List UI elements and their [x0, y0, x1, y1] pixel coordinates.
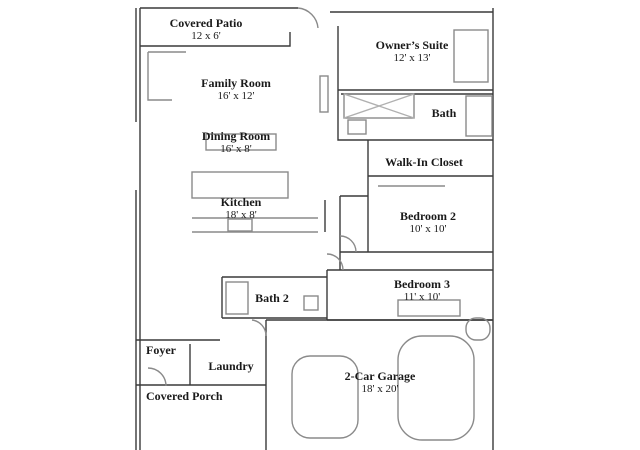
toilet-bath2 [303, 295, 319, 311]
room-walk-in-closet: Walk-In Closet [370, 156, 478, 169]
water-heater [465, 317, 491, 341]
room-laundry: Laundry [198, 360, 264, 373]
dining-table [205, 133, 277, 151]
room-name: Family Room [201, 76, 271, 90]
vanity [465, 95, 493, 137]
room-dining-room: Dining Room 16' x 8' [186, 130, 286, 156]
room-name: Laundry [208, 359, 254, 373]
room-covered-porch: Covered Porch [146, 390, 254, 403]
room-size: 10' x 10' [409, 223, 447, 235]
shower-x [343, 93, 415, 119]
car-right [397, 335, 475, 441]
wall-patio [140, 32, 291, 47]
door-patio [297, 7, 319, 29]
room-name: Bedroom 3 [393, 277, 451, 291]
room-owners-suite: Owner’s Suite 12' x 13' [360, 39, 464, 65]
room-name: Covered Porch [146, 389, 223, 403]
room-name: Dining Room [201, 129, 271, 143]
bed-suite [453, 29, 489, 83]
room-name: Bedroom 2 [399, 209, 457, 223]
room-bath: Bath [422, 107, 466, 120]
wall-bath-left [337, 90, 366, 141]
door-garage [251, 319, 267, 337]
kitchen-island [191, 171, 289, 199]
room-kitchen: Kitchen 18' x 8' [196, 196, 286, 222]
room-covered-patio: Covered Patio 12 x 6' [158, 17, 254, 43]
room-bath-2: Bath 2 [244, 292, 300, 305]
sink [227, 218, 253, 232]
room-name: Kitchen [220, 195, 262, 209]
room-name: Bath 2 [255, 291, 289, 305]
room-family-room: Family Room 16' x 12' [186, 77, 286, 103]
car-left [291, 355, 359, 439]
room-size: 12' x 13' [393, 52, 431, 64]
room-foyer: Foyer [146, 344, 190, 357]
room-name: Walk-In Closet [385, 155, 463, 169]
room-size: 16' x 12' [217, 90, 255, 102]
room-size: 11' x 10' [403, 291, 441, 303]
room-garage: 2-Car Garage 18' x 20' [318, 370, 442, 396]
sofa [147, 51, 186, 101]
room-bedroom-3: Bedroom 3 11' x 10' [374, 278, 470, 304]
counter-kitchen [192, 217, 318, 233]
room-size: 18' x 8' [225, 209, 257, 221]
room-size: 18' x 20' [361, 383, 399, 395]
tub [225, 281, 249, 315]
room-name: Foyer [146, 343, 176, 357]
room-name: Covered Patio [169, 16, 243, 30]
shower [343, 93, 415, 119]
room-size: 16' x 8' [220, 143, 252, 155]
room-name: Bath [431, 106, 457, 120]
closet-bed3 [397, 299, 461, 317]
room-name: 2-Car Garage [344, 369, 416, 383]
room-size: 12 x 6' [191, 30, 221, 42]
room-bedroom-2: Bedroom 2 10' x 10' [380, 210, 476, 236]
door-bed2 [339, 235, 357, 253]
door-bed3 [326, 253, 344, 271]
tv-unit [319, 75, 329, 113]
toilet-bath [347, 119, 367, 135]
room-name: Owner’s Suite [375, 38, 449, 52]
door-foyer [147, 367, 167, 387]
